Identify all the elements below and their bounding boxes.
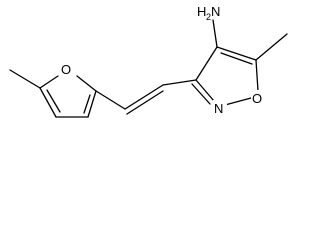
- bond-isox-c4-c5: [216, 46, 257, 61]
- amine-h-subscript: 2: [206, 12, 211, 22]
- bond-methyl-left: [9, 69, 41, 89]
- label-bg-isoxazole-o: [251, 90, 265, 106]
- furan-ring: [9, 69, 97, 118]
- amine-h-label: H: [197, 4, 206, 19]
- bond-vinyl-2: [124, 84, 164, 110]
- bond-isox-n-c3: [195, 79, 215, 102]
- bond-furan-c2-c3: [87, 90, 97, 118]
- bond-vinyl-1: [95, 90, 126, 110]
- molecule-canvas: O H 2 N O N: [9, 4, 288, 118]
- bond-isox-c3-c4: [195, 46, 218, 81]
- bond-isox-c4-c5-inner: [220, 52, 253, 65]
- bond-furan-c4-c5-inner: [46, 89, 61, 113]
- vinyl-linker: [95, 79, 197, 115]
- bond-furan-c4-c5: [39, 87, 57, 118]
- bond-methyl-right: [255, 33, 288, 61]
- label-bg-furan-o: [60, 61, 74, 77]
- furan-oxygen-label: O: [61, 62, 71, 77]
- isoxazole-nitrogen-label: N: [214, 101, 223, 116]
- bond-vinyl-2-inner: [126, 90, 164, 115]
- bond-isox-n-c3-inner: [191, 83, 211, 105]
- amine-nitrogen-label: N: [211, 4, 220, 19]
- bond-furan-c5-o: [39, 75, 59, 89]
- bond-amine: [212, 19, 218, 48]
- bond-isox-c5-o: [255, 59, 259, 92]
- bond-furan-c2-c3-inner: [83, 94, 91, 114]
- label-bg-isoxazole-n: [213, 100, 227, 116]
- bond-isox-o-n: [224, 97, 252, 106]
- bond-furan-o-c2: [76, 75, 97, 92]
- bond-vinyl-3: [162, 79, 197, 86]
- isoxazole-ring: [191, 19, 288, 106]
- structure-drawing: O H 2 N O N: [9, 4, 288, 118]
- isoxazole-oxygen-label: O: [252, 91, 262, 106]
